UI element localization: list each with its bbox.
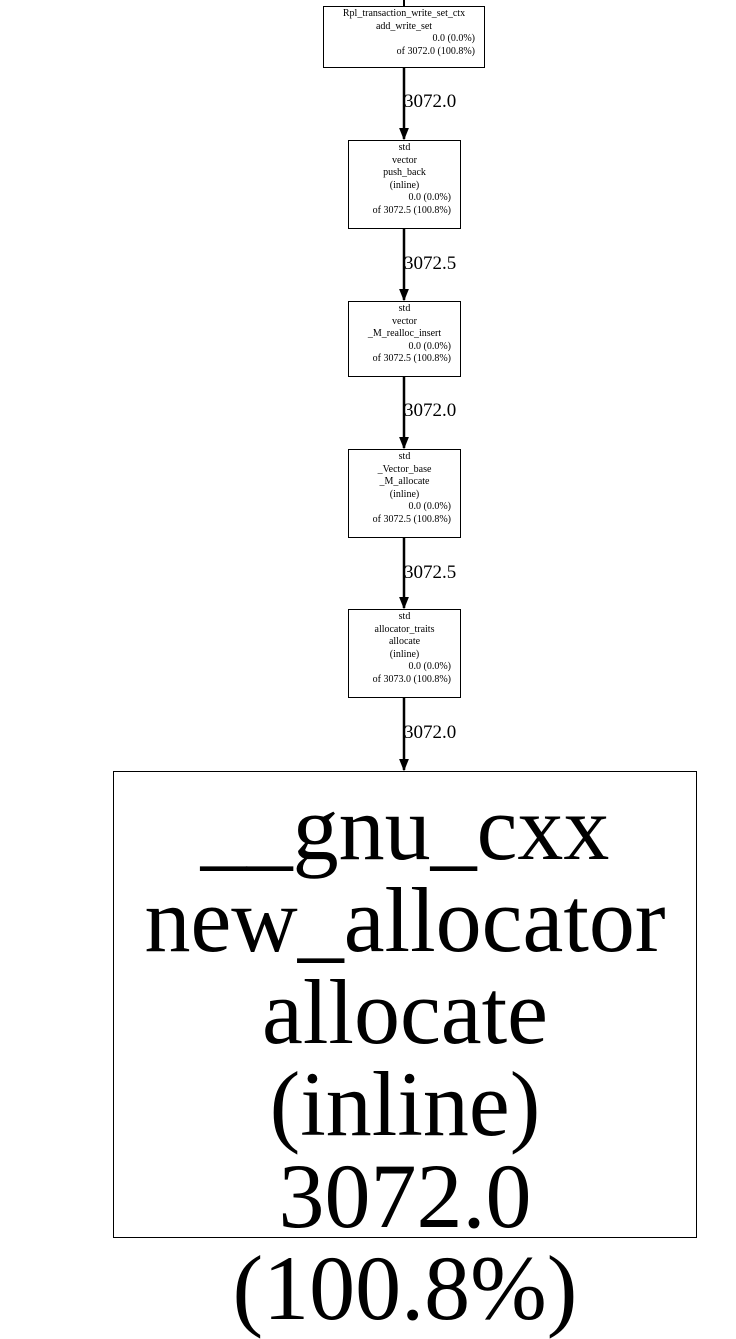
node-total-value: of 3072.5 (100.8%): [372, 513, 451, 525]
node-total-value: of 3072.0 (100.8%): [396, 45, 475, 57]
node-label-line: vector: [392, 315, 417, 327]
node-total-value: of 3073.0 (100.8%): [372, 673, 451, 685]
node-label-line: (inline): [389, 179, 420, 191]
node-gnu-cxx-new-allocator-allocate[interactable]: __gnu_cxx new_allocator allocate (inline…: [113, 771, 697, 1334]
edge-label: 3072.0: [404, 91, 457, 112]
node-self-value: 0.0 (0.0%): [408, 501, 452, 512]
node-self-value: 0.0 (0.0%): [408, 661, 452, 672]
node-label-line: push_back: [383, 167, 426, 178]
edge-label: 3072.0: [404, 400, 457, 421]
node-self-value: 0.0 (0.0%): [432, 33, 476, 44]
node-rpl-transaction-add-write-set[interactable]: Rpl_transaction_write_set_ctx add_write_…: [323, 6, 485, 68]
node-label-line: allocator_traits: [374, 623, 435, 635]
edge-label: 3072.5: [404, 562, 457, 583]
node-self-value: 0.0 (0.0%): [408, 192, 452, 203]
node-std-vector-base-allocate[interactable]: std _Vector_base _M_allocate (inline) 0.…: [348, 449, 461, 538]
node-total-value: of 3072.5 (100.8%): [372, 353, 451, 364]
node-label-line: __gnu_cxx: [200, 777, 610, 879]
node-label-line: Rpl_transaction_write_set_ctx: [342, 8, 466, 19]
node-label-line: vector: [392, 154, 417, 166]
node-label-line: _M_allocate: [379, 476, 430, 487]
node-label-line: allocate: [388, 636, 421, 647]
node-label-line: new_allocator: [144, 869, 666, 971]
node-label-line: std: [398, 451, 411, 462]
node-std-vector-realloc-insert[interactable]: std vector _M_realloc_insert 0.0 (0.0%) …: [348, 301, 461, 377]
node-label-line: (inline): [389, 648, 420, 660]
node-label-line: std: [398, 142, 411, 153]
node-self-value: 3072.0 (100.8%): [232, 1145, 578, 1339]
call-graph-edges: [399, 0, 409, 772]
edge-label: 3072.5: [404, 253, 457, 274]
node-label-line: std: [398, 611, 411, 622]
node-total-value: of 3072.5 (100.8%): [372, 204, 451, 216]
edge-label: 3072.0: [404, 722, 457, 743]
node-std-vector-push-back[interactable]: std vector push_back (inline) 0.0 (0.0%)…: [348, 140, 461, 229]
node-label-line: std: [398, 303, 411, 314]
node-label-line: _M_realloc_insert: [367, 328, 442, 339]
node-std-allocator-traits-allocate[interactable]: std allocator_traits allocate (inline) 0…: [348, 609, 461, 698]
node-self-value: 0.0 (0.0%): [408, 340, 452, 352]
node-label-line: (inline): [389, 488, 420, 500]
node-label-line: (inline): [269, 1053, 541, 1155]
node-label-line: add_write_set: [375, 20, 433, 32]
node-label-line: allocate: [261, 961, 549, 1063]
node-label-line: _Vector_base: [377, 463, 432, 475]
